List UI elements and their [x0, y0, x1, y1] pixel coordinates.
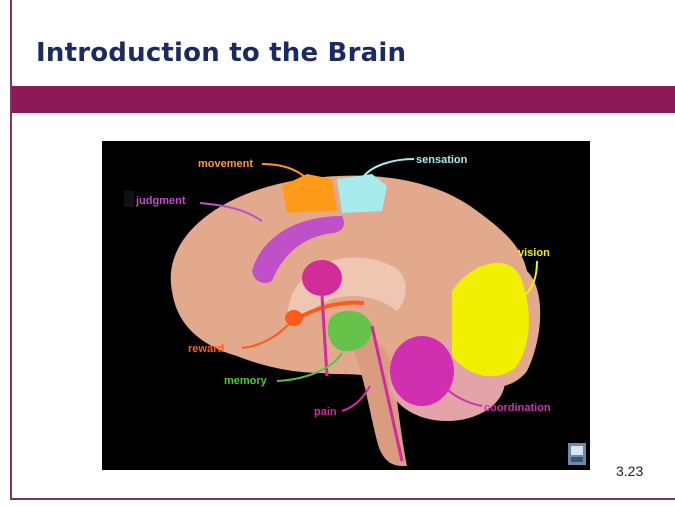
label-vision: vision — [518, 247, 550, 259]
label-pain: pain — [314, 406, 337, 418]
movement-leader — [262, 164, 307, 179]
thalamus-region — [302, 260, 342, 296]
label-memory: memory — [224, 375, 268, 387]
slide-number: 3.23 — [616, 463, 643, 479]
movement-region — [282, 174, 337, 213]
vision-region — [452, 263, 529, 376]
slide-title: Introduction to the Brain — [36, 38, 406, 68]
reward-region — [285, 310, 303, 326]
slide: Introduction to the Brain — [10, 0, 675, 500]
judgment-marker — [124, 191, 134, 207]
sensation-leader — [364, 159, 414, 176]
title-band — [12, 86, 675, 113]
media-icon[interactable] — [568, 443, 586, 465]
label-sensation: sensation — [416, 154, 468, 166]
label-coordination: coordination — [484, 402, 551, 414]
coordination-region — [390, 336, 454, 406]
label-movement: movement — [198, 158, 253, 170]
label-reward: reward — [188, 343, 224, 355]
brain-diagram: movement sensation judgment vision rewar… — [102, 141, 590, 470]
brain-illustration: movement sensation judgment vision rewar… — [102, 141, 590, 470]
label-judgment: judgment — [135, 195, 186, 207]
